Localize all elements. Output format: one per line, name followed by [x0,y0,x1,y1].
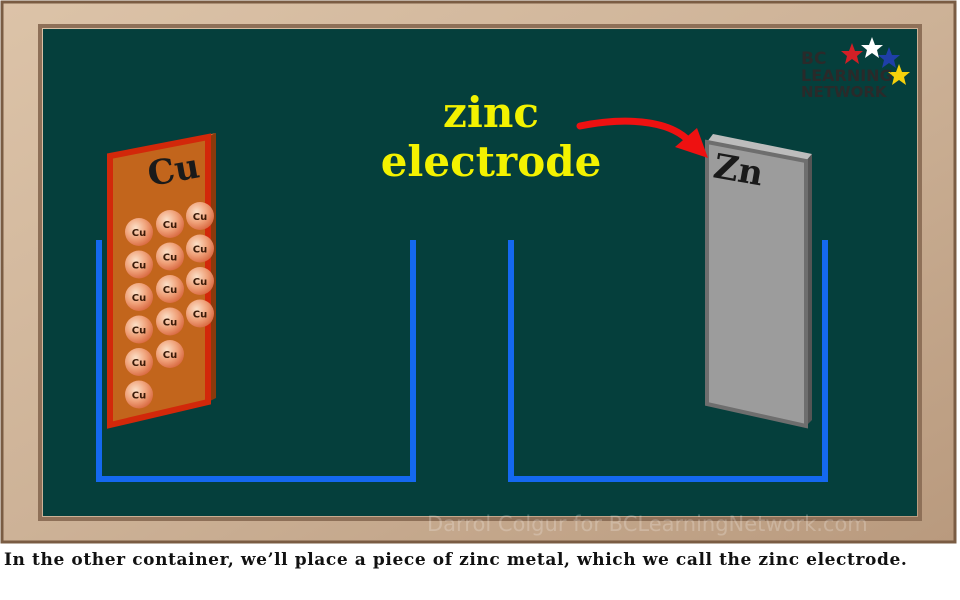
red-star-icon [841,43,863,64]
copper-atom-label: Cu [132,293,146,304]
copper-atom [125,218,153,246]
zinc-symbol-label: Zn [710,146,766,194]
copper-atom [125,283,153,311]
copper-atom-label: Cu [163,318,177,329]
slide-caption: In the other container, we’ll place a pi… [4,550,908,570]
copper-atom [125,348,153,376]
copper-atom [156,210,184,238]
copper-atom-label: Cu [163,253,177,264]
left-container [96,240,416,482]
copper-atom-label: Cu [132,228,146,239]
copper-atom-label: Cu [193,310,207,321]
zinc-electrode-label-line-2: electrode [381,137,602,186]
copper-atom [156,340,184,368]
copper-atom-label: Cu [193,245,207,256]
copper-atom-label: Cu [193,277,207,288]
copper-atom-label: Cu [132,326,146,337]
zinc-electrode-label-line-1: zinc [443,88,539,137]
bc-learning-network-logo: BC LEARNING NETWORK [801,37,910,101]
blue-star-icon [878,47,900,68]
logo-line-1: BC [801,49,826,69]
copper-atom [156,242,184,271]
copper-atom [125,315,153,344]
copper-atom-label: Cu [132,261,146,272]
yellow-star-icon [888,64,910,85]
copper-atom [186,267,214,295]
logo-line-2: LEARNING [801,66,893,85]
right-container [508,240,828,482]
zinc-electrode-top-edge [707,134,812,161]
pointer-arrow [576,117,694,146]
zinc-electrode-face [705,139,808,429]
copper-atom-label: Cu [163,350,177,361]
zinc-electrode: Zn [705,134,812,429]
pointer-arrow-head-icon [675,128,708,158]
chalkboard-inner-edge [38,24,922,521]
copper-atom [186,299,214,328]
copper-atom-label: Cu [163,285,177,296]
copper-atom-label: Cu [193,212,207,223]
credit-watermark: Darrol Colgur for BCLearningNetwork.com [427,512,868,536]
copper-atom [125,250,153,279]
copper-atom [186,234,214,263]
copper-symbol-label: Cu [145,146,203,194]
logo-line-3: NETWORK [801,83,888,101]
copper-atom-label: Cu [132,358,146,369]
copper-atom [156,307,184,336]
copper-atom-label: Cu [163,220,177,231]
copper-atom [186,202,214,230]
copper-atom-label: Cu [132,391,146,402]
copper-atom [156,275,184,303]
white-star-icon [861,37,883,58]
copper-atom [125,380,153,409]
electrochemistry-slide: BC LEARNING NETWORK Cu CuCuCuCuCuCuCuCuC… [0,0,957,544]
